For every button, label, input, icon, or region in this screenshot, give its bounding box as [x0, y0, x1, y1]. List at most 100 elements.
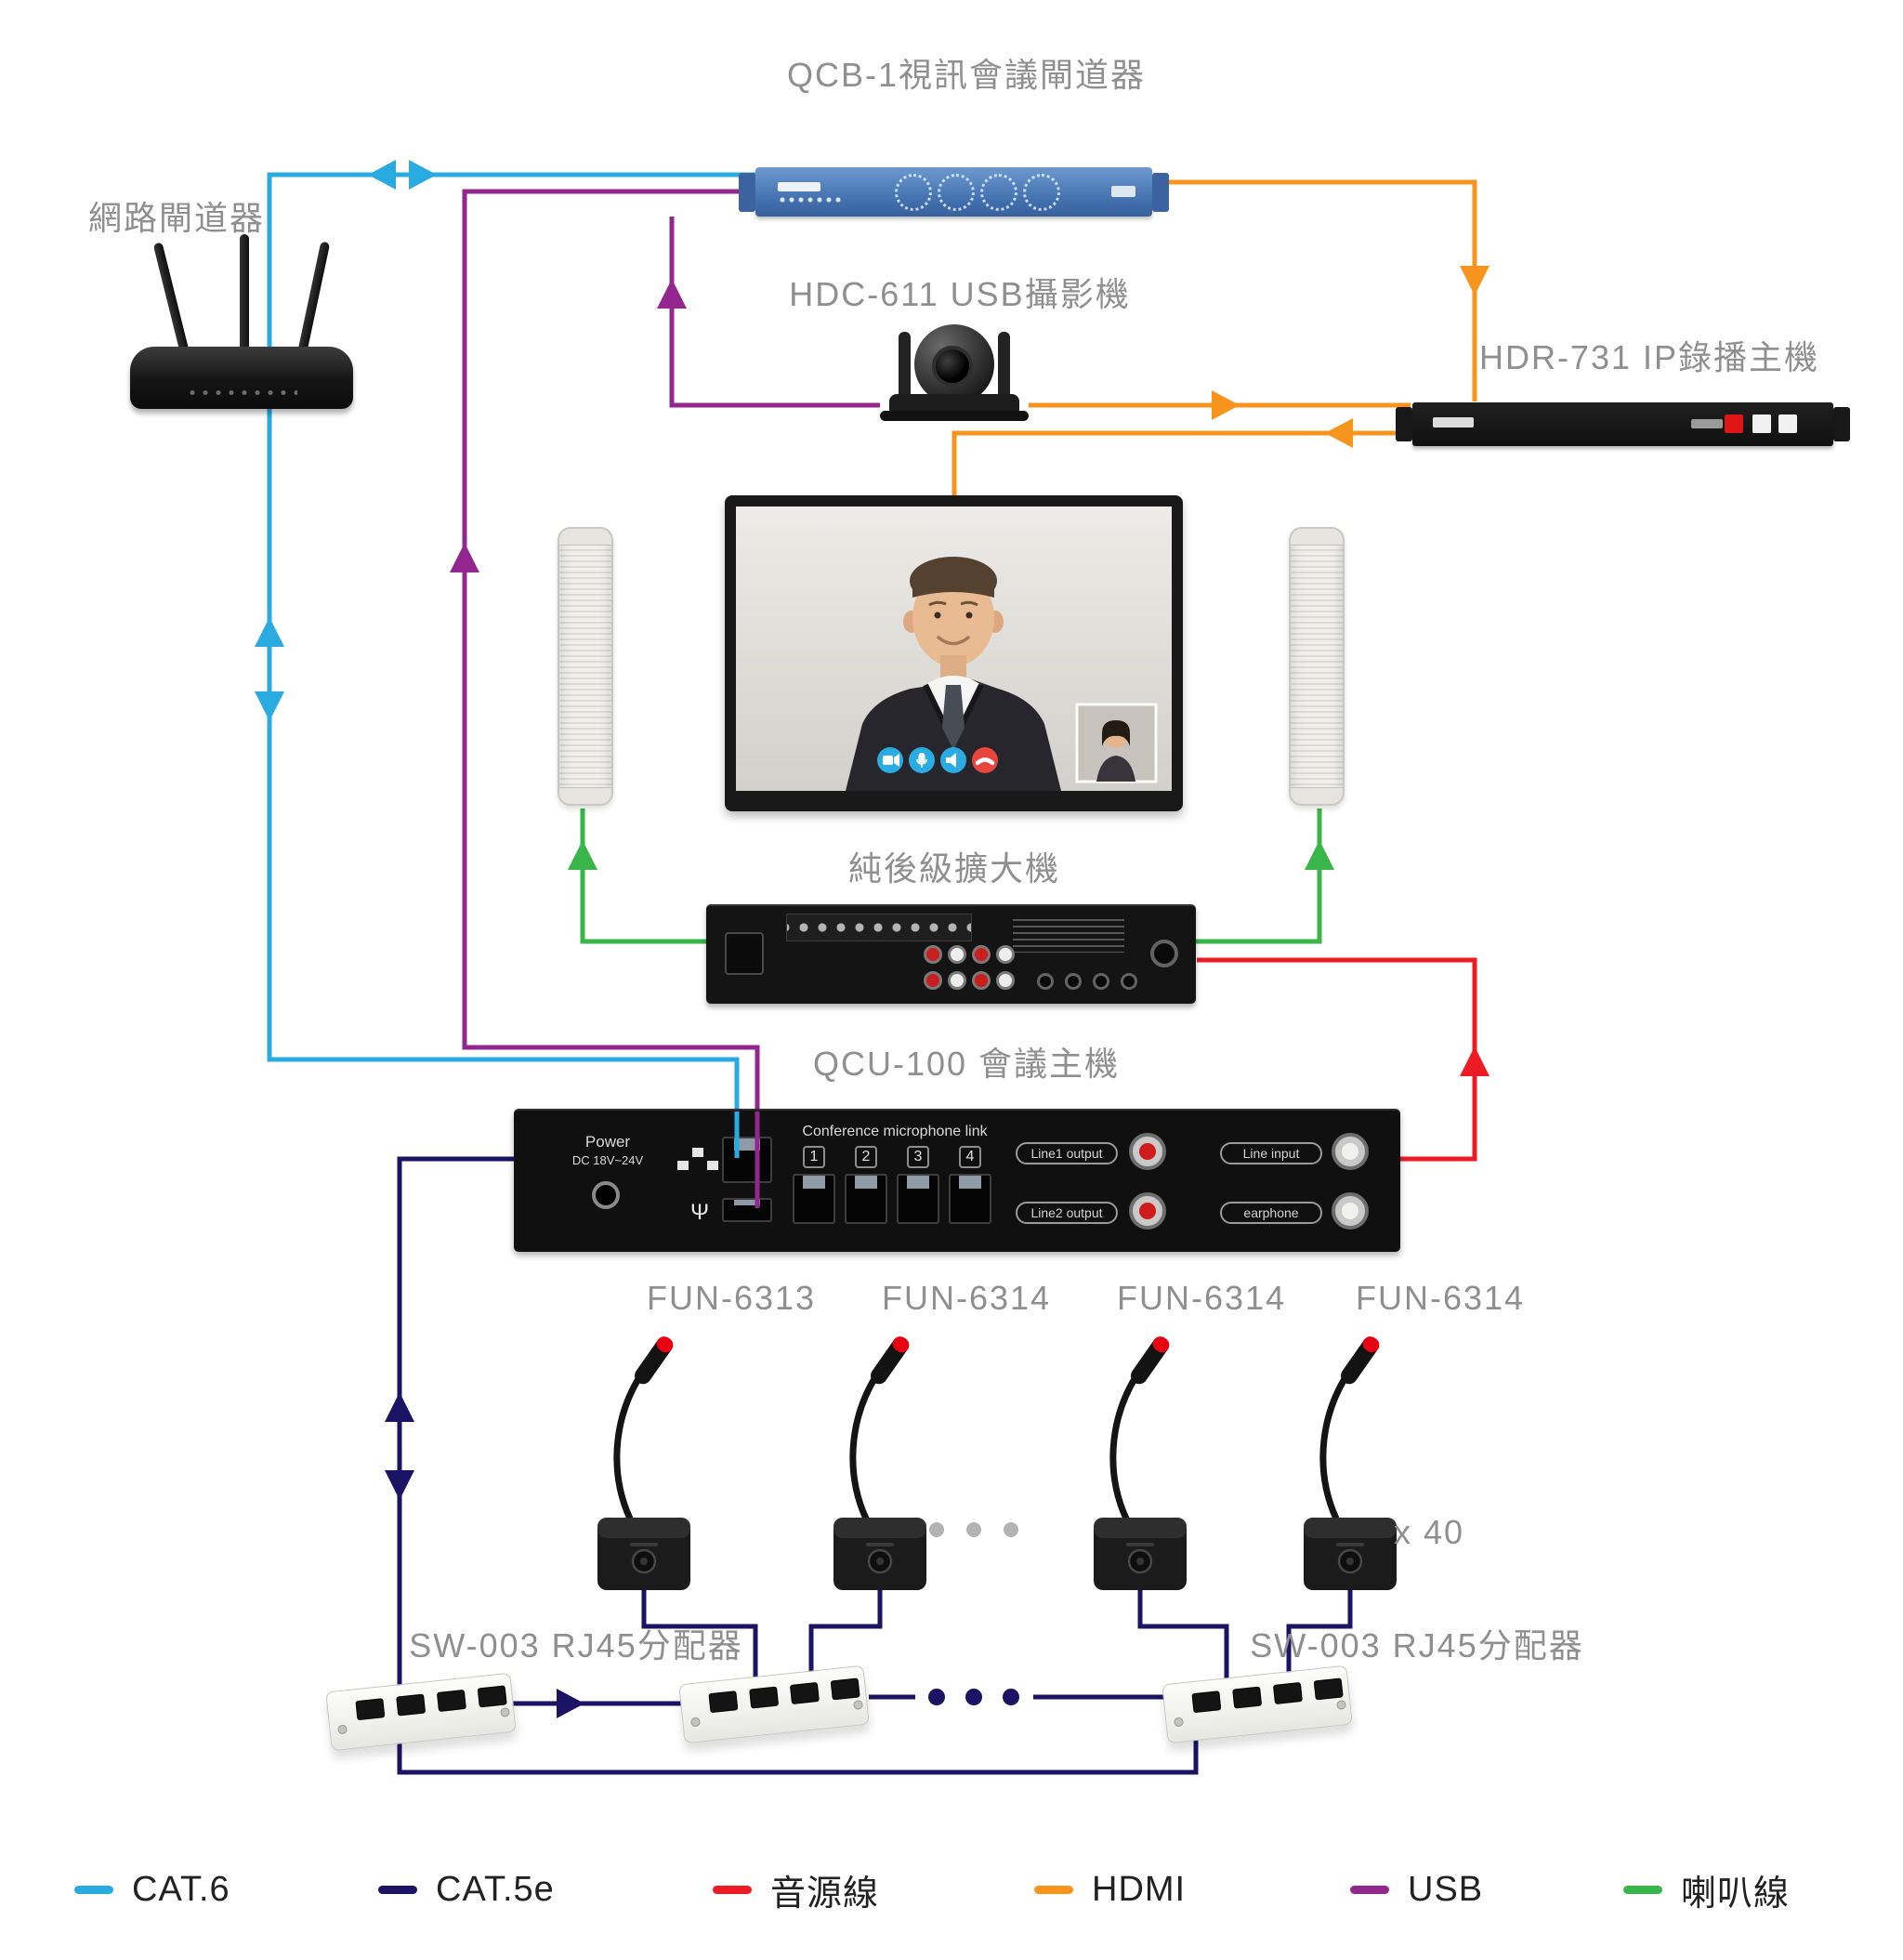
audio-arrowheads: [1460, 1046, 1490, 1076]
mic-label-3: FUN-6314: [1116, 1279, 1287, 1317]
ethernet-icon: [692, 1148, 703, 1157]
legend-item-cat6: CAT.6: [74, 1866, 230, 1913]
antenna: [297, 241, 331, 355]
legend-item-usb: USB: [1350, 1866, 1483, 1913]
record-button: [1725, 414, 1743, 433]
phone-jack: [1093, 973, 1109, 990]
legend-swatch-usb: [1350, 1885, 1389, 1894]
cat5e-run-qcu-bus: [397, 1156, 1199, 1775]
screw-hole: [690, 1717, 702, 1728]
decorative-ring: [980, 174, 1017, 211]
line2-output-jack: [1129, 1192, 1166, 1230]
arrow-down-icon: [255, 691, 284, 721]
splitter-device-2: [678, 1664, 870, 1744]
speaker-arrowheads: [568, 840, 1334, 870]
line1-output-jack: [1129, 1133, 1166, 1170]
rj45-port: [1232, 1686, 1263, 1709]
router-label: 網路閘道器: [88, 199, 266, 237]
speaker-right: [1289, 527, 1345, 806]
hdmi-run-recorder-tv: [952, 430, 1412, 498]
qcb1-gateway-device: [739, 167, 1169, 217]
cat6-arrowheads: [255, 160, 437, 721]
camera-bracket: [998, 332, 1010, 401]
power-inlet: [725, 932, 764, 975]
rca-jack: [996, 971, 1015, 990]
gooseneck-mic-graphic: [574, 1327, 714, 1601]
camera-bracket: [899, 332, 911, 401]
cat5e-run-mic2: [808, 1585, 883, 1687]
mic-link-port-2: [845, 1174, 887, 1224]
speaker-cap: [559, 787, 611, 804]
cat5e-run-mic3: [1137, 1585, 1229, 1687]
cat5e-arrowheads: [385, 1392, 1019, 1718]
phone-jack: [1037, 973, 1054, 990]
arrow-up-icon: [450, 543, 479, 572]
video-call-screen: [736, 506, 1172, 791]
screw-hole: [1336, 1700, 1347, 1711]
line1-output-label: Line1 output: [1016, 1142, 1118, 1164]
legend-label: 音源線: [770, 1874, 880, 1914]
mic-multiplier-label: x 40: [1394, 1513, 1465, 1551]
mic-device-3: [1070, 1327, 1210, 1601]
gooseneck-mic-graphic: [1280, 1327, 1420, 1601]
usb-port: [1111, 186, 1135, 197]
rca-jack: [924, 971, 942, 990]
arrow-up-icon: [568, 840, 597, 870]
mic-link-port-1: [793, 1174, 835, 1224]
screw-hole: [500, 1707, 511, 1718]
legend-item-audio: 音源線: [713, 1866, 880, 1914]
phone-jack: [1121, 973, 1137, 990]
cat5e-run-mic4: [1286, 1585, 1353, 1687]
camera-lens: [932, 346, 973, 387]
rj45-port: [708, 1690, 739, 1714]
arrow-up-icon: [1305, 840, 1334, 870]
power-voltage-label: DC 18V~24V: [571, 1153, 644, 1167]
rca-jack: [948, 971, 966, 990]
port-number: 4: [959, 1146, 981, 1168]
amplifier-device: [706, 904, 1196, 1004]
rca-jack: [996, 945, 1015, 964]
dc-power-jack: [592, 1181, 620, 1209]
earphone-jack: [1332, 1192, 1369, 1230]
legend-item-cat5e: CAT.5e: [378, 1866, 555, 1913]
rj45-port: [830, 1677, 860, 1701]
speaker-cap: [1291, 787, 1343, 804]
arrow-left-icon: [1325, 418, 1353, 448]
legend-label: 喇叭線: [1681, 1874, 1791, 1914]
decorative-ring: [1023, 174, 1060, 211]
line-input-jack: [1332, 1133, 1369, 1170]
rj45-port: [1313, 1677, 1344, 1701]
splitter-body: [325, 1672, 517, 1752]
indicator-leds: [778, 197, 843, 203]
brand-logo: [778, 182, 820, 191]
camera-foot: [880, 411, 1029, 421]
brand-logo: [1433, 417, 1474, 428]
amplifier-label: 純後級擴大機: [847, 849, 1060, 888]
hdmi-run-gateway-recorder: [1152, 179, 1477, 401]
legend-label: USB: [1408, 1869, 1484, 1909]
splitter-body: [1161, 1664, 1353, 1744]
camera-label: HDC-611 USB攝影機: [789, 275, 1131, 313]
usb-run-gateway-qcu: [462, 189, 760, 1115]
legend-label: CAT.5e: [436, 1869, 555, 1909]
arrow-right-icon: [1212, 390, 1240, 420]
antenna: [240, 234, 249, 348]
speaker-run-right: [1195, 809, 1322, 944]
arrow-up-icon: [255, 617, 284, 647]
mic-ellipsis: [929, 1522, 1018, 1537]
cat5e-run-mic1: [641, 1585, 758, 1687]
splitter-body: [678, 1664, 870, 1744]
decorative-ring: [938, 174, 975, 211]
earphone-label: earphone: [1220, 1202, 1322, 1224]
arrow-up-icon: [385, 1392, 414, 1422]
hdmi-cables: [952, 179, 1477, 498]
network-router-device: [130, 234, 353, 409]
port-number: 3: [907, 1146, 929, 1168]
usb-camera-device: [880, 324, 1029, 422]
ellipsis-dot: [1003, 1689, 1019, 1705]
mic-link-label: Conference microphone link: [802, 1124, 988, 1139]
hdr731-recorder-device: [1396, 402, 1850, 446]
ellipsis-dot: [928, 1689, 945, 1705]
